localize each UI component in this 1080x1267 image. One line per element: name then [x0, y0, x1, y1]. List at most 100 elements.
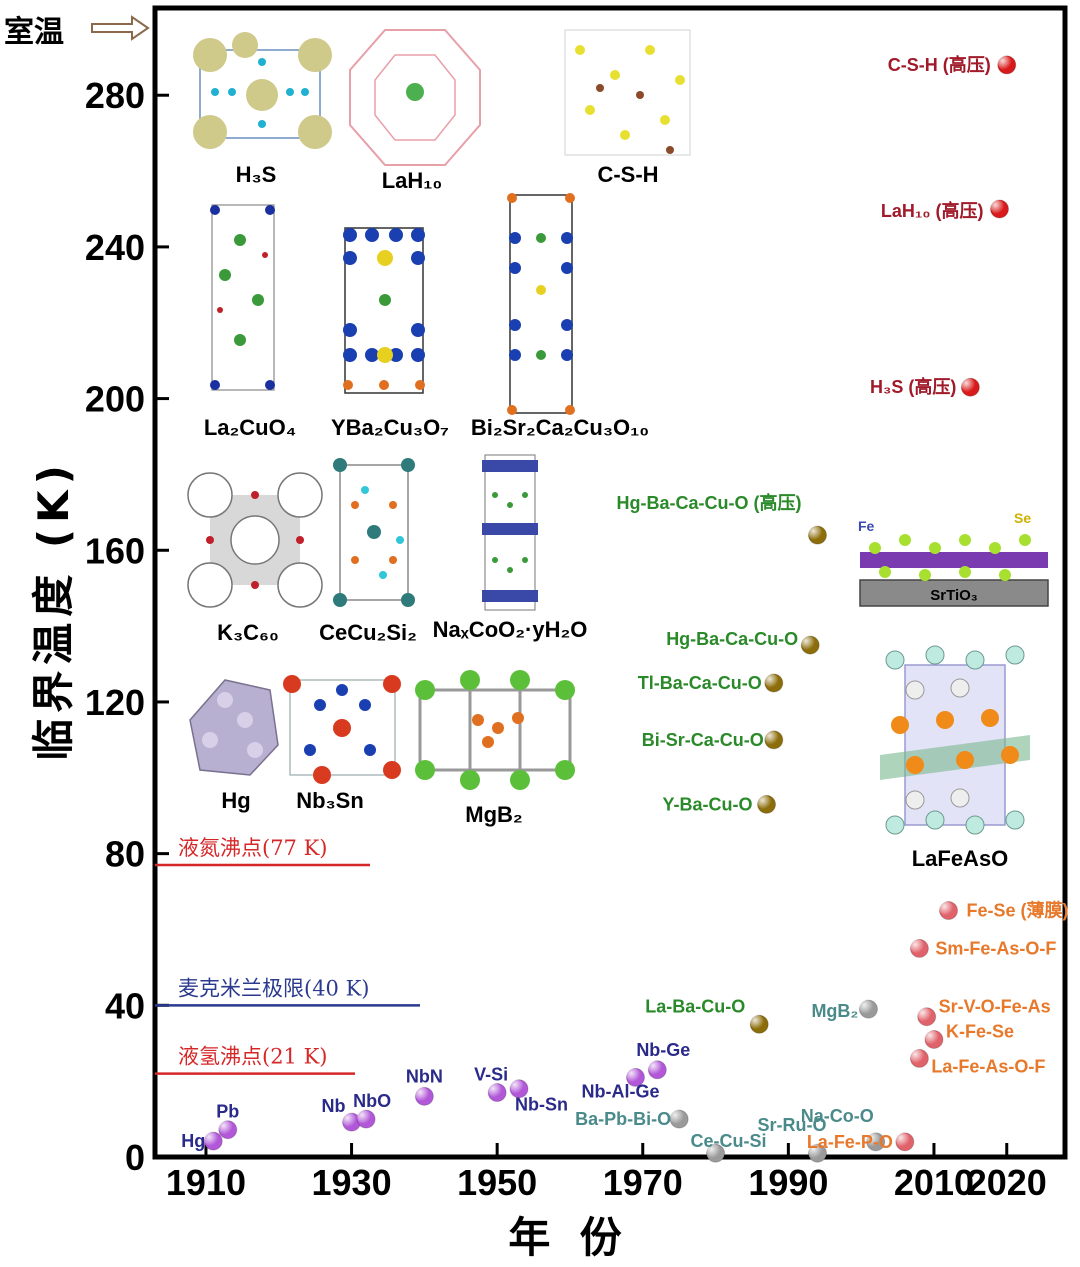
data-point-label: Hg: [181, 1131, 205, 1151]
nb3sn-structure-illustration: [283, 675, 401, 784]
data-point-highlight: [750, 1015, 765, 1030]
data-point: Nb-Sn: [509, 1079, 568, 1115]
data-point-highlight: [801, 636, 816, 651]
data-point: Fe-Se (薄膜): [939, 900, 1069, 921]
data-point-label: Nb-Sn: [515, 1095, 568, 1115]
data-point-highlight: [866, 1132, 881, 1147]
data-point-highlight: [357, 1110, 372, 1125]
hg-cluster-illustration: [189, 679, 279, 776]
data-point-highlight: [961, 378, 976, 393]
data-point-label: NbN: [406, 1066, 443, 1086]
data-point-label: Fe-Se (薄膜): [967, 900, 1069, 921]
room-temp-arrow: [91, 15, 150, 41]
data-point-label: MgB₂: [811, 1001, 858, 1021]
data-point: C-S-H (高压): [888, 54, 1017, 75]
structure-illustrations: [187, 29, 1049, 835]
data-point-label: La-Fe-As-O-F: [931, 1056, 1045, 1076]
data-point-highlight: [997, 55, 1012, 70]
data-point-label: Hg-Ba-Ca-Cu-O (高压): [616, 492, 801, 513]
data-point-highlight: [706, 1144, 721, 1159]
inset-label-se: Se: [1014, 510, 1031, 526]
data-point: Sr-Ru-O: [757, 1115, 827, 1163]
data-point-highlight: [757, 795, 772, 810]
inset-label-fe: Fe: [858, 518, 875, 534]
data-point-label: Na-Co-O: [801, 1106, 874, 1126]
data-point-highlight: [204, 1132, 219, 1147]
mgb2-structure-illustration: [415, 670, 575, 790]
y-tick-label: 80: [105, 834, 145, 875]
structure-label: H₃S: [236, 162, 277, 187]
lah10-structure-illustration: [349, 29, 481, 166]
data-point-highlight: [510, 1079, 524, 1094]
x-tick-label: 2010: [894, 1162, 974, 1203]
la2cuo4-structure-illustration: [210, 204, 275, 391]
data-point-highlight: [626, 1068, 641, 1083]
data-point: Sr-V-O-Fe-As: [917, 997, 1051, 1027]
data-point: Ce-Cu-Si: [691, 1131, 767, 1163]
data-point-label: Ba-Pb-Bi-O: [575, 1109, 671, 1129]
ybco-structure-illustration: [343, 227, 425, 394]
data-point-highlight: [764, 673, 779, 688]
data-point: Hg: [181, 1131, 223, 1151]
structure-label: MgB₂: [465, 802, 522, 827]
reference-line-label: 液氢沸点(21 K): [178, 1045, 327, 1069]
inset-label-substrate: SrTiO₃: [930, 587, 978, 604]
reference-lines: 液氮沸点(77 K)麦克米兰极限(40 K)液氢沸点(21 K): [155, 836, 420, 1075]
bscco-structure-illustration: [507, 193, 575, 415]
data-point: MgB₂: [811, 999, 878, 1021]
cecu2si2-structure-illustration: [333, 458, 415, 607]
data-point: H₃S (高压): [870, 376, 980, 397]
structure-label: Hg: [221, 788, 250, 813]
structure-label: CeCu₂Si₂: [319, 620, 417, 645]
y-tick-label: 40: [105, 985, 145, 1026]
data-point-highlight: [342, 1113, 357, 1128]
data-point-label: Sm-Fe-As-O-F: [935, 938, 1056, 958]
data-point: LaH₁₀ (高压): [881, 199, 1009, 221]
structure-label: La₂CuO₄: [204, 415, 296, 440]
data-point-highlight: [808, 1144, 823, 1159]
fese-film-illustration: [859, 534, 1049, 607]
data-point-highlight: [648, 1060, 663, 1075]
data-point: Hg-Ba-Ca-Cu-O: [666, 629, 820, 655]
reference-line-label: 液氮沸点(77 K): [178, 836, 327, 860]
data-point: Bi-Sr-Ca-Cu-O: [642, 730, 784, 750]
room-temp-label: 室温: [4, 15, 64, 50]
data-point-label: Bi-Sr-Ca-Cu-O: [642, 730, 764, 750]
data-point: La-Ba-Cu-O: [645, 996, 769, 1034]
data-point-label: K-Fe-Se: [946, 1021, 1014, 1041]
data-point-label: Hg-Ba-Ca-Cu-O: [666, 629, 798, 649]
data-point-highlight: [895, 1132, 910, 1147]
data-point-highlight: [939, 901, 954, 916]
y-tick-label: 0: [125, 1137, 145, 1178]
data-point: Pb: [216, 1102, 239, 1140]
data-point-highlight: [218, 1120, 233, 1135]
data-point-label: NbO: [353, 1091, 391, 1111]
data-point-highlight: [808, 526, 823, 541]
data-point-label: Nb: [322, 1096, 346, 1116]
x-tick-label: 2020: [967, 1162, 1047, 1203]
plot-frame: [152, 5, 1068, 1160]
x-axis-title: 年 份: [508, 1213, 621, 1262]
data-point-highlight: [859, 1000, 874, 1015]
data-point-label: Nb-Ge: [636, 1040, 690, 1060]
csh-structure-illustration: [564, 29, 691, 156]
data-point: Nb-Al-Ge: [581, 1067, 659, 1101]
structure-label: LaH₁₀: [382, 168, 443, 193]
y-tick-label: 240: [85, 227, 145, 268]
x-tick-label: 1930: [312, 1162, 392, 1203]
data-point-highlight: [924, 1030, 939, 1045]
data-point-label: H₃S (高压): [870, 376, 956, 397]
y-tick-label: 200: [85, 379, 145, 420]
structure-label: NaₓCoO₂·yH₂O: [433, 617, 588, 642]
data-point: Na-Co-O: [801, 1106, 886, 1152]
data-point-label: La-Fe-P-O: [807, 1132, 893, 1152]
y-axis-title: 临界温度 (K): [29, 459, 78, 761]
structure-label: LaFeAsO: [912, 846, 1009, 871]
data-point-label: Pb: [216, 1102, 239, 1122]
data-point-label: La-Ba-Cu-O: [645, 996, 745, 1016]
data-point-label: V-Si: [474, 1065, 508, 1085]
structure-labels: H₃S LaH₁₀ C-S-H La₂CuO₄ YBa₂Cu₃O₇ Bi₂Sr₂…: [204, 162, 1032, 871]
